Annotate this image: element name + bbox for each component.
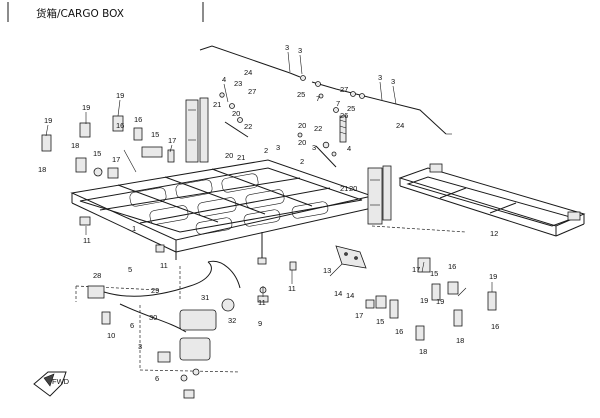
front-direction-arrow-icon: FWD xyxy=(33,371,70,397)
callout-24: 24 xyxy=(396,121,404,130)
callout-1: 1 xyxy=(132,224,136,233)
callout-2: 2 xyxy=(300,157,304,166)
callout-11: 11 xyxy=(83,236,91,245)
callout-25: 25 xyxy=(297,90,305,99)
callout-3: 3 xyxy=(298,46,302,55)
callout-18: 18 xyxy=(419,347,427,356)
callout-16: 16 xyxy=(448,262,456,271)
leader-lines xyxy=(45,51,493,297)
callout-26: 26 xyxy=(340,111,348,120)
lower-harness-assembly xyxy=(75,260,269,399)
callout-27: 27 xyxy=(340,85,348,94)
callout-31: 31 xyxy=(201,293,209,302)
callout-20: 20 xyxy=(298,121,306,130)
callout-15: 15 xyxy=(151,130,159,139)
callout-20: 20 xyxy=(298,138,306,147)
rear-subframe xyxy=(371,163,586,237)
latch-springs xyxy=(219,92,347,168)
cargo-box-frame xyxy=(70,159,374,271)
callout-25: 25 xyxy=(347,104,355,113)
callout-21: 21 xyxy=(237,153,245,162)
callout-15: 15 xyxy=(376,317,384,326)
callout-6: 6 xyxy=(155,374,159,383)
callout-19: 19 xyxy=(489,272,497,281)
diagram-title: 货箱/CARGO BOX xyxy=(36,7,124,20)
left-brackets xyxy=(41,115,175,179)
callout-19: 19 xyxy=(44,116,52,125)
fwd-label: FWD xyxy=(52,377,70,386)
callout-30: 30 xyxy=(149,313,157,322)
callout-20: 20 xyxy=(232,109,240,118)
callout-12: 12 xyxy=(490,229,498,238)
callout-20: 20 xyxy=(349,184,357,193)
callout-14: 14 xyxy=(346,291,354,300)
title-block: 货箱/CARGO BOX xyxy=(7,2,204,22)
callout-11: 11 xyxy=(160,261,168,270)
callout-16: 16 xyxy=(116,121,124,130)
callout-4: 4 xyxy=(347,144,351,153)
callout-11: 11 xyxy=(258,298,266,307)
callout-14: 14 xyxy=(334,289,342,298)
callout-2: 2 xyxy=(264,146,268,155)
callout-9: 9 xyxy=(258,319,262,328)
front-uprights xyxy=(185,97,392,225)
callout-19: 19 xyxy=(436,297,444,306)
right-brackets xyxy=(365,257,497,341)
callout-16: 16 xyxy=(395,327,403,336)
callout-32: 32 xyxy=(228,316,236,325)
callout-27: 27 xyxy=(248,87,256,96)
callout-24: 24 xyxy=(244,68,252,77)
callout-29: 29 xyxy=(151,286,159,295)
callout-7: 7 xyxy=(316,94,320,103)
top-rods xyxy=(199,45,452,135)
bracket-13 xyxy=(335,245,367,269)
callout-15: 15 xyxy=(93,149,101,158)
callout-28: 28 xyxy=(93,271,101,280)
callout-23: 23 xyxy=(234,79,242,88)
callout-10: 10 xyxy=(107,331,115,340)
callout-18: 18 xyxy=(71,141,79,150)
callout-17: 17 xyxy=(112,155,120,164)
callout-3: 3 xyxy=(391,77,395,86)
callout-3: 3 xyxy=(285,43,289,52)
callout-7: 7 xyxy=(336,99,340,108)
callout-16: 16 xyxy=(134,115,142,124)
callout-17: 17 xyxy=(412,265,420,274)
callout-19: 19 xyxy=(116,91,124,100)
callout-3: 3 xyxy=(378,73,382,82)
callout-18: 18 xyxy=(456,336,464,345)
callout-3: 3 xyxy=(312,143,316,152)
callout-3: 3 xyxy=(138,342,142,351)
callout-4: 4 xyxy=(222,75,226,84)
callout-19: 19 xyxy=(420,296,428,305)
callout-22: 22 xyxy=(244,122,252,131)
callout-19: 19 xyxy=(82,103,90,112)
callout-21: 21 xyxy=(340,184,348,193)
callout-5: 5 xyxy=(128,265,132,274)
callout-16: 16 xyxy=(491,322,499,331)
callout-21: 21 xyxy=(213,100,221,109)
callout-20: 20 xyxy=(225,151,233,160)
callout-17: 17 xyxy=(168,136,176,145)
callout-18: 18 xyxy=(38,165,46,174)
callout-11: 11 xyxy=(288,284,296,293)
callout-3: 3 xyxy=(276,143,280,152)
callout-15: 15 xyxy=(430,269,438,278)
callout-17: 17 xyxy=(355,311,363,320)
callout-6: 6 xyxy=(130,321,134,330)
callout-13: 13 xyxy=(323,266,331,275)
callout-22: 22 xyxy=(314,124,322,133)
